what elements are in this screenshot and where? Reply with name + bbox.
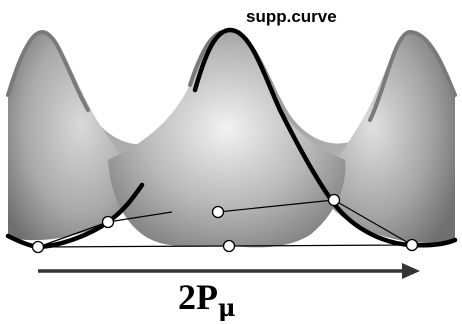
support-curve-label: supp.curve <box>246 7 337 26</box>
period-label-main: 2P <box>178 277 218 317</box>
surface-left-lobe <box>8 32 140 241</box>
grey-ridge-right <box>368 29 457 122</box>
chord-line-right <box>217 199 335 213</box>
surface-middle-saddle <box>108 32 346 248</box>
chord-line-left <box>37 221 109 248</box>
point-curve-right <box>327 193 341 207</box>
point-center <box>211 205 225 219</box>
surface-right-lobe <box>318 31 455 243</box>
point-base-left <box>31 240 45 254</box>
period-label-subscript: μ <box>218 293 236 322</box>
chord-line-upper-left <box>107 211 173 223</box>
period-arrow-head <box>402 263 420 279</box>
point-base-right <box>405 238 419 252</box>
chord-line-lower-right <box>333 199 413 246</box>
period-label: 2Pμ <box>178 277 236 322</box>
point-base-middle <box>222 239 236 253</box>
grey-ridge-left <box>6 29 90 112</box>
point-curve-left <box>101 215 115 229</box>
